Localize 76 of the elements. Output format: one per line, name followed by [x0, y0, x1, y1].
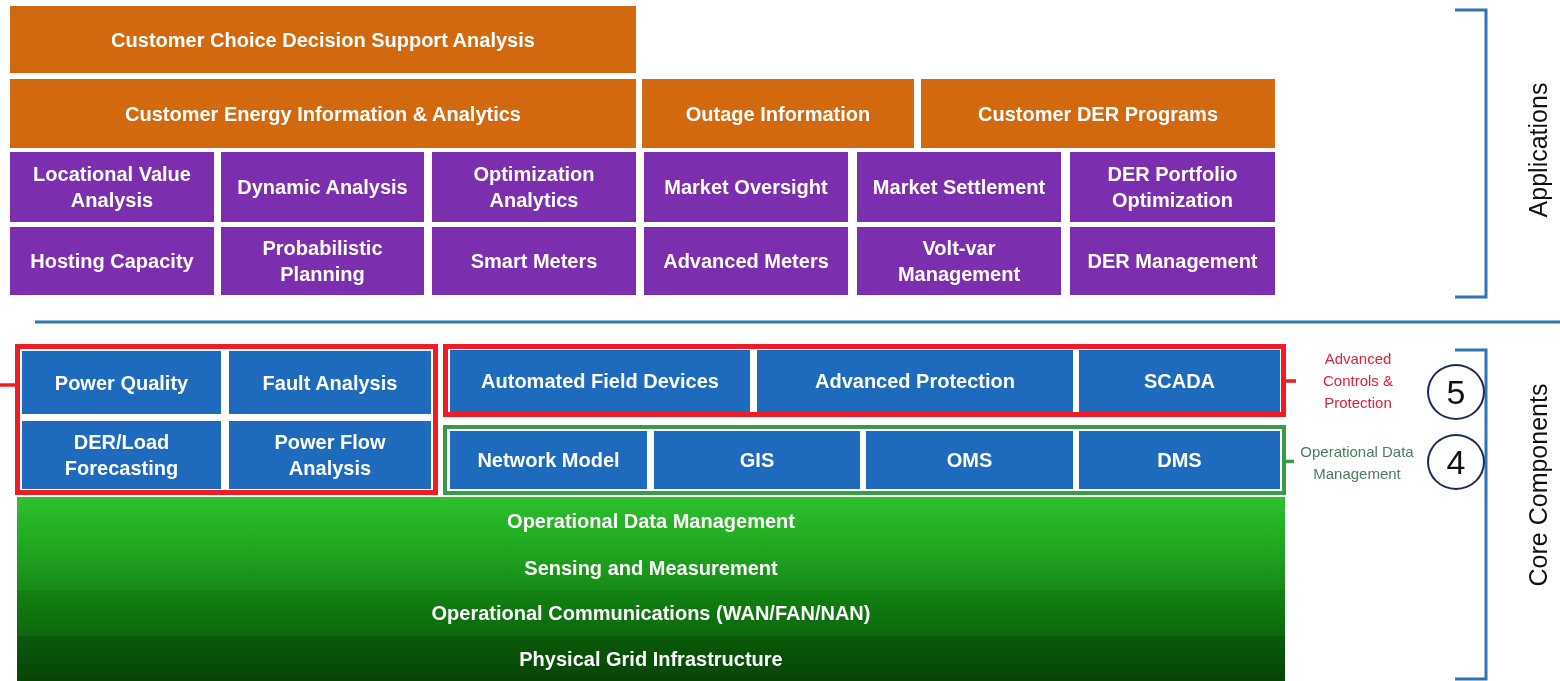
box-label: Volt-var Management — [896, 236, 1022, 287]
component-box — [866, 431, 1073, 489]
box-label: Advanced Meters — [663, 249, 829, 274]
box-label: GIS — [739, 448, 775, 473]
application-box — [221, 152, 424, 222]
application-box — [432, 227, 636, 295]
application-box — [10, 227, 214, 295]
box-label: Advanced Protection — [814, 369, 1015, 394]
box-label: Optimization Analytics — [472, 162, 596, 213]
application-box — [10, 152, 214, 222]
box-label: Probabilistic Planning — [261, 236, 384, 287]
application-box — [10, 79, 636, 148]
box-label: DER Portfolio Optimization — [1106, 162, 1239, 213]
box-label: Network Model — [477, 448, 620, 473]
leader-line — [0, 383, 15, 387]
callout-circle — [1427, 434, 1485, 490]
box-label: Dynamic Analysis — [237, 175, 408, 200]
box-label: Fault Analysis — [262, 370, 398, 396]
application-box — [921, 79, 1275, 148]
layer-band — [17, 590, 1285, 636]
callout-number: 4 — [1446, 445, 1466, 479]
box-label: Outage Information — [685, 101, 871, 127]
box-label: Operational Data Management — [507, 509, 795, 534]
application-box — [432, 152, 636, 222]
layer-band — [17, 636, 1285, 681]
box-label: DER/Load Forecasting — [63, 430, 180, 481]
box-label: Smart Meters — [470, 249, 598, 274]
box-label: Power Quality — [54, 370, 189, 396]
box-label: Customer DER Programs — [977, 101, 1219, 127]
box-label: Market Settlement — [872, 175, 1046, 200]
box-label: Hosting Capacity — [30, 249, 194, 274]
box-label: Automated Field Devices — [481, 369, 719, 394]
application-box — [644, 152, 848, 222]
box-label: DER Management — [1087, 249, 1258, 274]
application-box — [1070, 227, 1275, 295]
component-box — [229, 351, 431, 414]
application-box — [1070, 152, 1275, 222]
group-outline — [443, 344, 1286, 417]
box-label: DMS — [1157, 448, 1202, 473]
box-label: Operational Communications (WAN/FAN/NAN) — [431, 601, 871, 626]
application-box — [10, 6, 636, 73]
box-label: Customer Energy Information & Analytics — [125, 101, 521, 127]
box-label: Customer Choice Decision Support Analysis — [111, 27, 535, 53]
component-box — [757, 350, 1073, 412]
component-box — [654, 431, 860, 489]
box-label: Physical Grid Infrastructure — [519, 646, 783, 672]
section-label: Core Components — [1523, 383, 1553, 587]
layer-band — [17, 545, 1285, 590]
group-outline — [15, 344, 438, 495]
leader-line — [1286, 459, 1294, 464]
component-box — [450, 350, 750, 412]
callout-text: Advanced Controls & Protection — [1322, 349, 1394, 413]
box-label: Power Flow Analysis — [273, 430, 387, 481]
group-outline — [443, 425, 1286, 495]
component-box — [1079, 350, 1280, 412]
callout-circle — [1427, 364, 1485, 420]
application-box — [644, 227, 848, 295]
box-label: Market Oversight — [664, 175, 828, 200]
component-box — [22, 421, 221, 489]
component-box — [1079, 431, 1280, 489]
application-box — [857, 152, 1061, 222]
layer-band — [17, 497, 1285, 545]
callout-text: Operational Data Management — [1299, 442, 1415, 484]
component-box — [450, 431, 647, 489]
box-label: OMS — [946, 448, 993, 473]
box-label: SCADA — [1143, 369, 1216, 394]
application-box — [642, 79, 914, 148]
component-box — [229, 421, 431, 489]
box-label: Sensing and Measurement — [524, 555, 778, 581]
section-label: Applications — [1523, 82, 1553, 218]
application-box — [221, 227, 424, 295]
callout-number: 5 — [1446, 375, 1466, 409]
component-box — [22, 351, 221, 414]
box-label: Locational Value Analysis — [32, 162, 192, 213]
leader-line — [1286, 379, 1296, 383]
application-box — [857, 227, 1061, 295]
